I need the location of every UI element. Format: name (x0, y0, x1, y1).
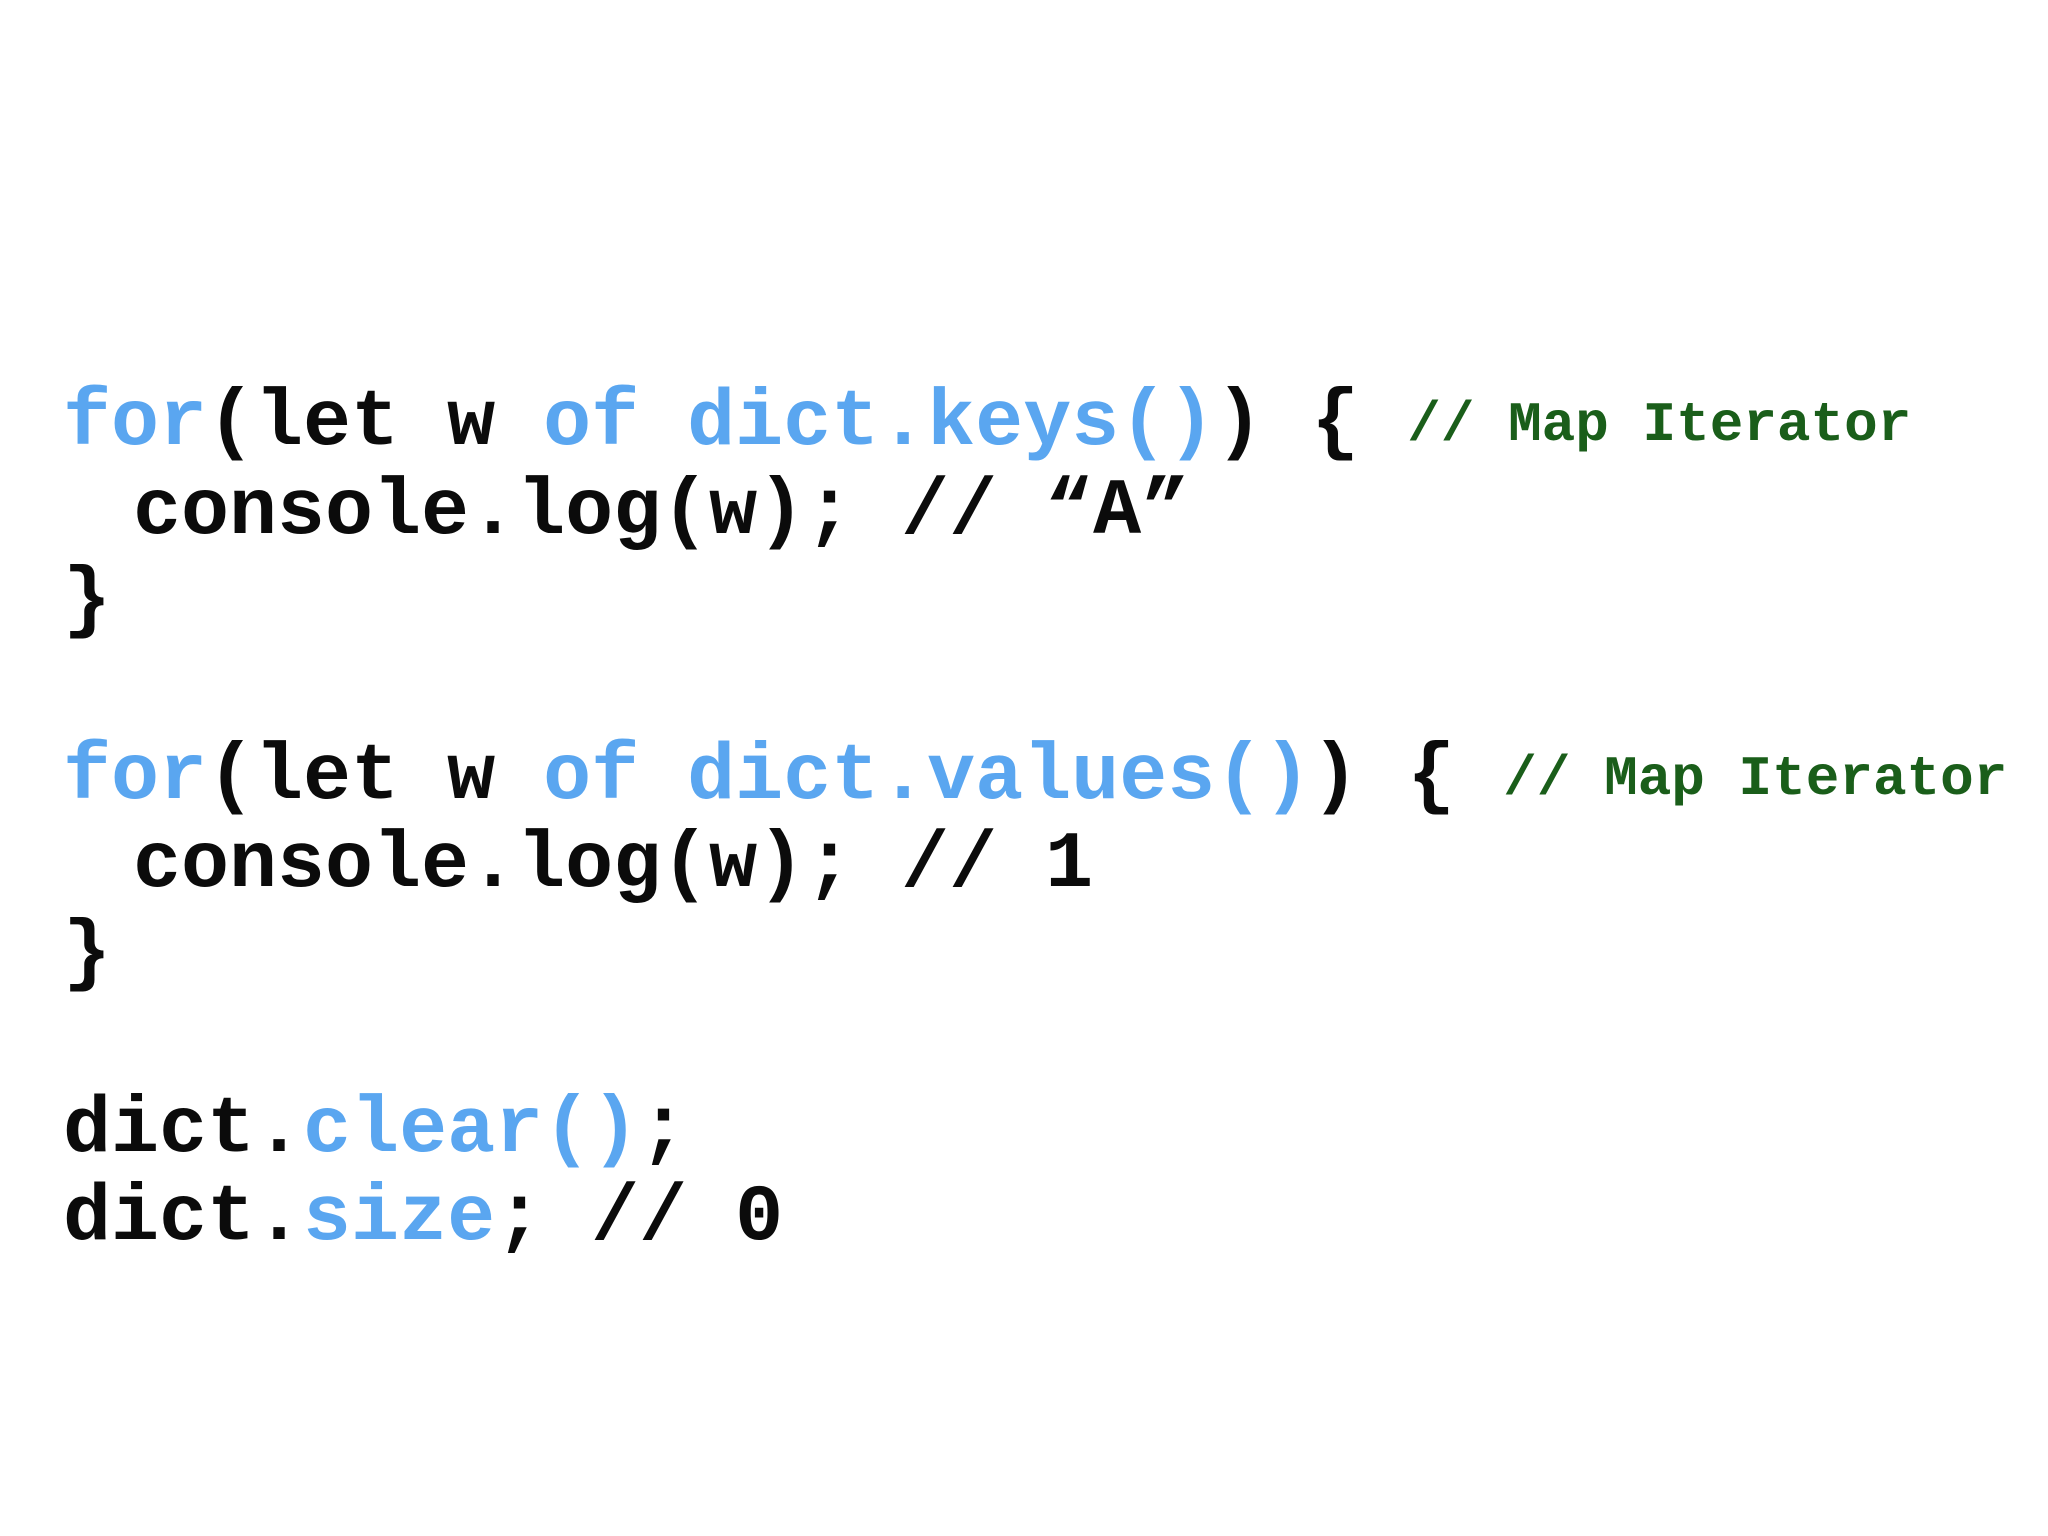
keyword-for: for (63, 732, 208, 823)
code-block: for(let w of dict.keys()) { // Map Itera… (63, 0, 2048, 1536)
comment-text: Map Iterator (1604, 747, 2008, 811)
comment-text: Map Iterator (1508, 393, 1912, 457)
comment-map-iterator: // Map Iterator (1503, 731, 2007, 827)
keyword-of: of (543, 732, 640, 823)
dict-clear-line: dict.clear(); (63, 1083, 687, 1179)
keys-method: keys() (927, 378, 1216, 469)
keyword-for: for (63, 378, 208, 469)
console-log-values-line: console.log(w); // 1 (133, 820, 1094, 911)
size-property: size (303, 1173, 496, 1264)
semicolon: ; (639, 1085, 688, 1176)
closing-brace: } (63, 909, 112, 1000)
clear-method: clear() (303, 1085, 640, 1176)
comment-slashes: // (1407, 393, 1509, 457)
keyword-of: of (543, 378, 640, 469)
size-comment: ; // 0 (495, 1173, 784, 1264)
comment-map-iterator: // Map Iterator (1407, 377, 1911, 473)
dict-size-line: dict.size; // 0 (63, 1171, 783, 1267)
dict-object: dict. (63, 1085, 304, 1176)
space (639, 378, 687, 469)
let-declaration: (let w (207, 732, 544, 823)
values-method: values() (927, 732, 1312, 823)
let-declaration: (let w (207, 378, 544, 469)
space (639, 732, 687, 823)
closing-brace: } (63, 556, 112, 647)
comment-slashes: // (1503, 747, 1605, 811)
for-keys-line: for(let w of dict.keys()) { // Map Itera… (63, 376, 1911, 473)
dict-object: dict. (687, 378, 928, 469)
for-values-line: for(let w of dict.values()) { // Map Ite… (63, 730, 2007, 827)
dict-object: dict. (687, 732, 928, 823)
dict-object: dict. (63, 1173, 304, 1264)
close-paren-brace: ) { (1215, 378, 1408, 469)
console-log-keys-line: console.log(w); // “A” (133, 467, 1190, 558)
close-paren-brace: ) { (1311, 732, 1504, 823)
